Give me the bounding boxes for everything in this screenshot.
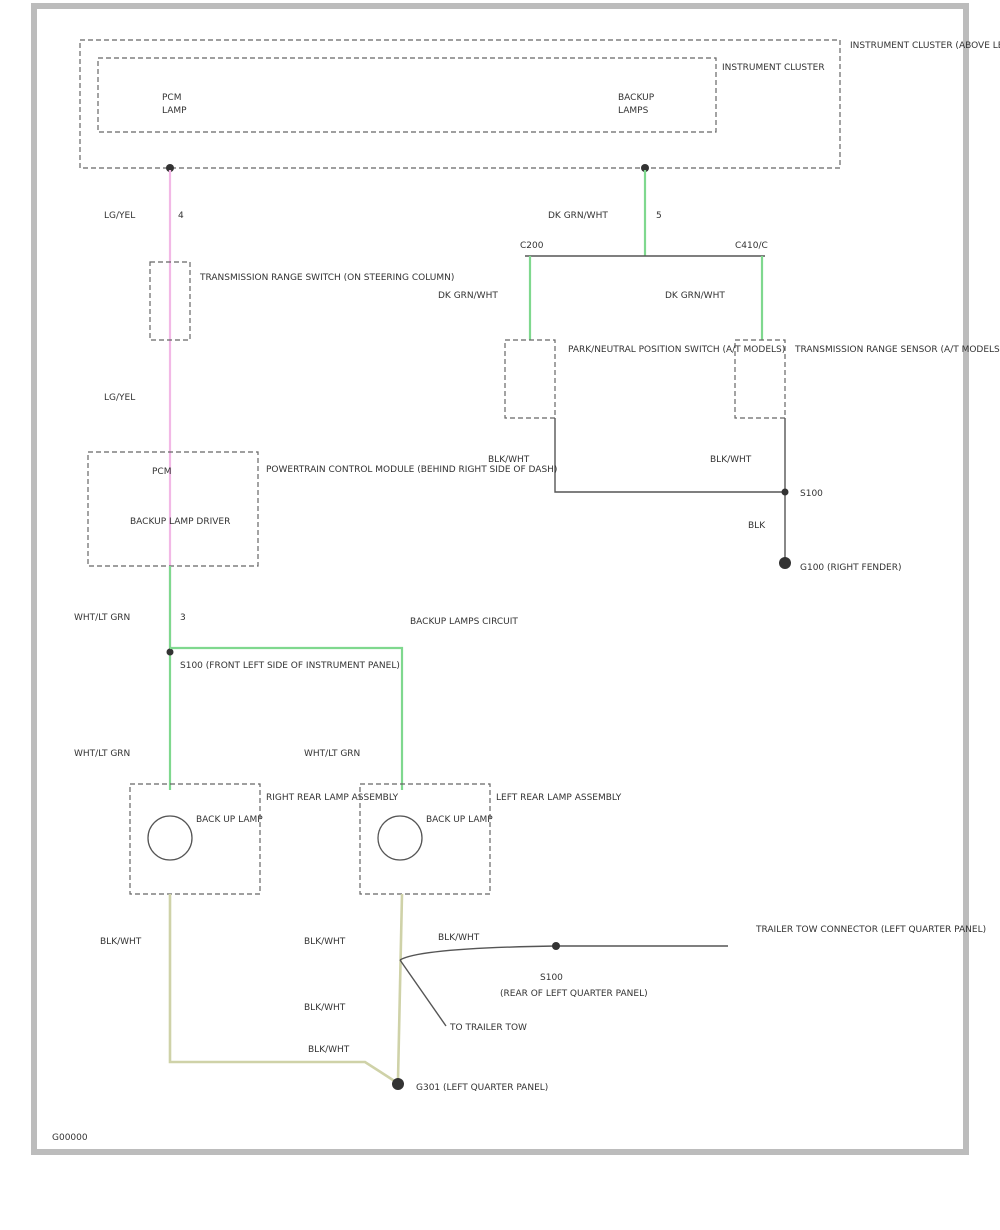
to-trailer-wire <box>399 959 447 1027</box>
conn-right-label: C410/C <box>735 241 768 251</box>
left-lamp-ground-wire <box>396 893 404 1081</box>
pn-switch-box <box>504 339 556 419</box>
wire-i-label: WHT/LT GRN <box>304 749 360 759</box>
wire-j-label: BLK/WHT <box>100 937 142 947</box>
wire-d-label: DK GRN/WHT <box>665 291 725 301</box>
wire-c-label: DK GRN/WHT <box>438 291 498 301</box>
wire-lg-label: LG/YEL <box>104 393 135 403</box>
wire-g-label: WHT/LT GRN <box>74 613 130 623</box>
wire-b-tag: 5 <box>656 211 662 221</box>
pcm-box <box>87 451 259 567</box>
mod-left-b: BACKUP LAMP DRIVER <box>130 517 230 527</box>
splice-branch-wire <box>170 646 404 790</box>
inner-module-box <box>97 57 717 133</box>
instrument-cluster-box <box>79 39 841 169</box>
ground-right-label: G100 (RIGHT FENDER) <box>800 563 902 573</box>
top-left-pin <box>166 164 174 172</box>
splice-note: S100 (FRONT LEFT SIDE OF INSTRUMENT PANE… <box>180 661 400 671</box>
lamp-left-note: RIGHT REAR LAMP ASSEMBLY <box>266 793 399 803</box>
diagram-frame <box>31 3 969 1155</box>
splice-rear-dot <box>552 942 560 950</box>
wire-a-label: LG/YEL <box>104 211 135 221</box>
wire-k-label: BLK/WHT <box>304 937 346 947</box>
splice-s-label: S100 <box>540 973 563 983</box>
left-switch-return <box>554 418 785 493</box>
tr-sensor-box <box>734 339 786 419</box>
splice-s100-dot <box>781 488 789 496</box>
wire-m-label: BLK/WHT <box>308 1045 350 1055</box>
trailer-feed-wire <box>399 945 728 961</box>
splice-dot <box>166 648 174 656</box>
splice-s-note: (REAR OF LEFT QUARTER PANEL) <box>500 989 648 999</box>
right-lamp-ground-wire <box>168 894 397 1084</box>
sw-left-label: PARK/NEUTRAL POSITION SWITCH (A/T MODELS… <box>568 345 785 355</box>
top-left-label-b: LAMP <box>162 106 187 116</box>
top-center-label-a: BACKUP <box>618 93 655 103</box>
wire-g-tag: 3 <box>180 613 186 623</box>
mod-left-a: PCM <box>152 467 171 477</box>
top-left-label-a: PCM <box>162 93 181 103</box>
right-backup-lamp-icon <box>147 815 193 861</box>
wire-h-label: WHT/LT GRN <box>74 749 130 759</box>
splice-mid-label: S100 <box>800 489 823 499</box>
ground-bottom-label: G301 (LEFT QUARTER PANEL) <box>416 1083 548 1093</box>
wire-b-label: DK GRN/WHT <box>548 211 608 221</box>
mod-left-note: POWERTRAIN CONTROL MODULE (BEHIND RIGHT … <box>266 465 557 475</box>
wire-a-tag: 4 <box>178 211 184 221</box>
lamp-left-label: BACK UP LAMP <box>196 815 263 825</box>
lamp-right-label: BACK UP LAMP <box>426 815 493 825</box>
right-rear-lamp-box <box>129 783 261 895</box>
ground-right-icon <box>779 557 791 569</box>
left-rear-lamp-box <box>359 783 491 895</box>
ground-bottom-icon <box>392 1078 404 1090</box>
tr-switch-note: TRANSMISSION RANGE SWITCH (ON STEERING C… <box>199 273 454 283</box>
wire-n-label: BLK/WHT <box>438 933 480 943</box>
lamp-right-note: LEFT REAR LAMP ASSEMBLY <box>496 793 622 803</box>
left-backup-lamp-icon <box>377 815 423 861</box>
top-right-module-label: INSTRUMENT CLUSTER <box>722 63 825 73</box>
wire-blk-label: BLK <box>748 521 766 531</box>
module-top-label: INSTRUMENT CLUSTER (ABOVE LEFT SIDE OF I… <box>850 41 1000 51</box>
sw-right-label: TRANSMISSION RANGE SENSOR (A/T MODELS) <box>794 345 1000 355</box>
wire-e-label: BLK/WHT <box>488 455 530 465</box>
tr-switch-box <box>149 261 191 341</box>
trailer-note: TRAILER TOW CONNECTOR (LEFT QUARTER PANE… <box>755 925 986 935</box>
footer-code: G00000 <box>52 1133 88 1143</box>
top-center-label-b: LAMPS <box>618 106 649 116</box>
wire-f-label: BLK/WHT <box>710 455 752 465</box>
wire-l-label: BLK/WHT <box>304 1003 346 1013</box>
to-trailer-label: TO TRAILER TOW <box>449 1023 527 1033</box>
center-caption: BACKUP LAMPS CIRCUIT <box>410 617 518 627</box>
top-center-pin <box>641 164 649 172</box>
conn-left-label: C200 <box>520 241 544 251</box>
